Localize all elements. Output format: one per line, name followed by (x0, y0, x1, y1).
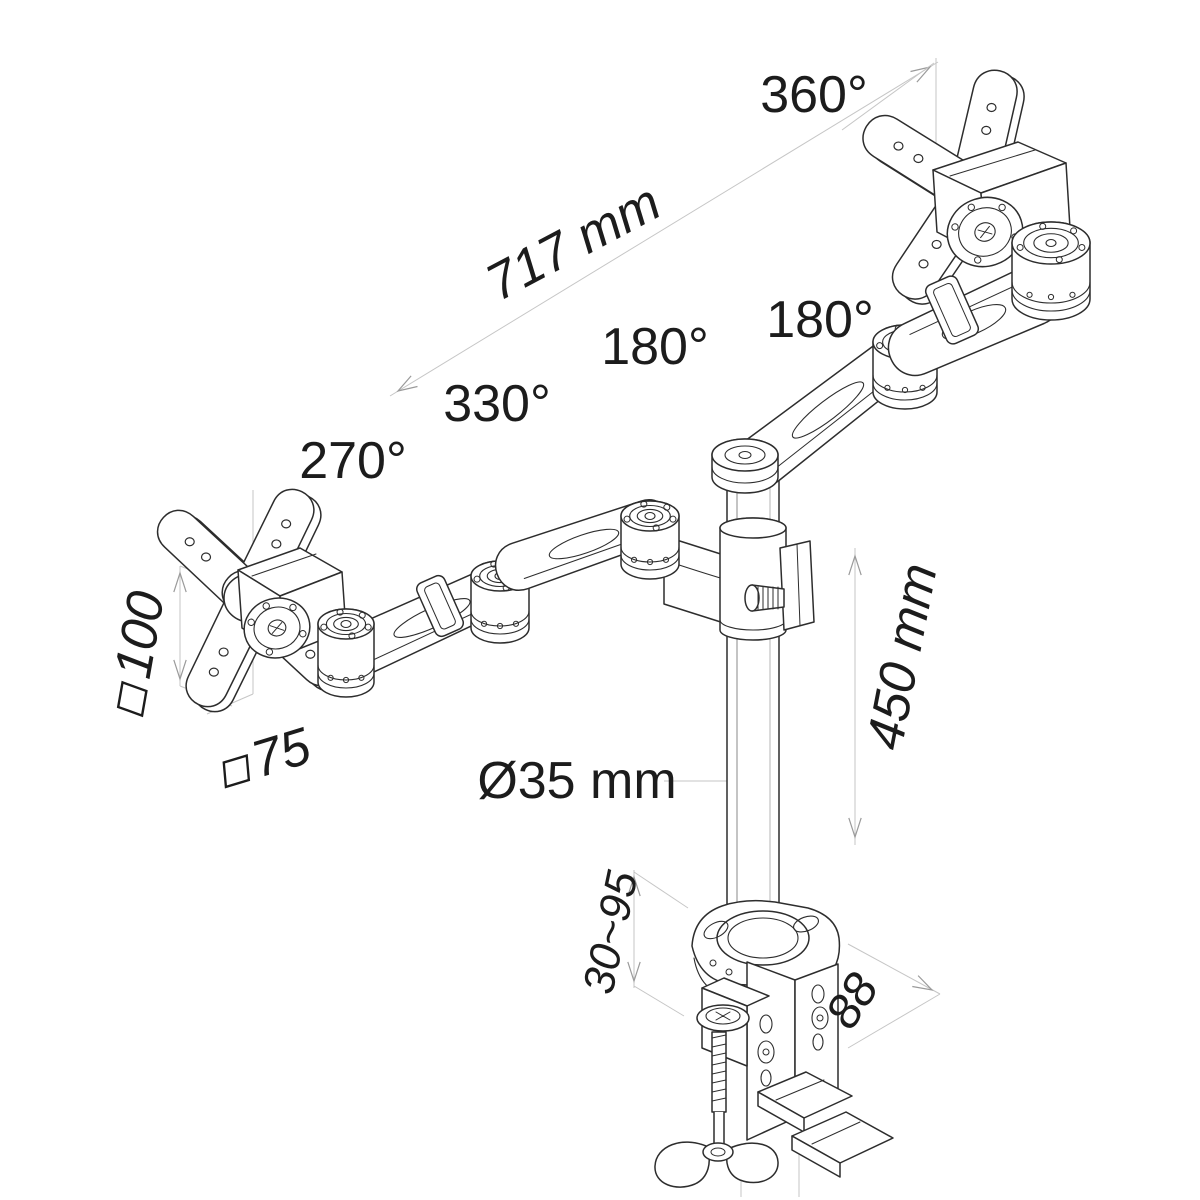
clamp-wing-knob (654, 1141, 779, 1188)
cable-clip-left (415, 574, 465, 638)
label-pole-diameter: Ø35 mm (477, 752, 676, 810)
label-swivel-360: 360° (760, 66, 868, 124)
right-wrist-joint (1011, 221, 1091, 321)
label-clamp-range-group: 30~95 (574, 866, 648, 998)
top-tilt-hub (946, 196, 1024, 268)
label-pole-height-group: 450 mm (856, 559, 949, 754)
pole-sleeve-with-thumbscrew (719, 517, 815, 641)
label-pole-height: 450 mm (856, 559, 949, 754)
label-swivel-180-center: 180° (601, 318, 709, 376)
square-symbol-icon (116, 680, 148, 718)
left-pole-joint (620, 500, 680, 580)
label-swivel-330: 330° (443, 375, 551, 433)
label-swivel-270: 270° (299, 432, 407, 490)
label-vesa-100-group: 100 (104, 587, 176, 718)
clamp-threaded-rod (711, 1031, 727, 1155)
pole-top-joint (711, 438, 779, 494)
label-vesa-100: 100 (104, 587, 176, 683)
label-clamp-range: 30~95 (574, 866, 648, 998)
left-tilt-hub (243, 597, 311, 659)
label-vesa-75-group: 75 (222, 717, 318, 790)
label-swivel-180-right: 180° (766, 291, 874, 349)
label-vesa-75: 75 (245, 717, 318, 790)
clamp-feet (757, 1071, 894, 1178)
square-symbol-icon (222, 753, 251, 789)
cable-clip-right (924, 275, 980, 345)
left-wrist-joint (317, 608, 375, 698)
clamp-collar (691, 899, 841, 1002)
